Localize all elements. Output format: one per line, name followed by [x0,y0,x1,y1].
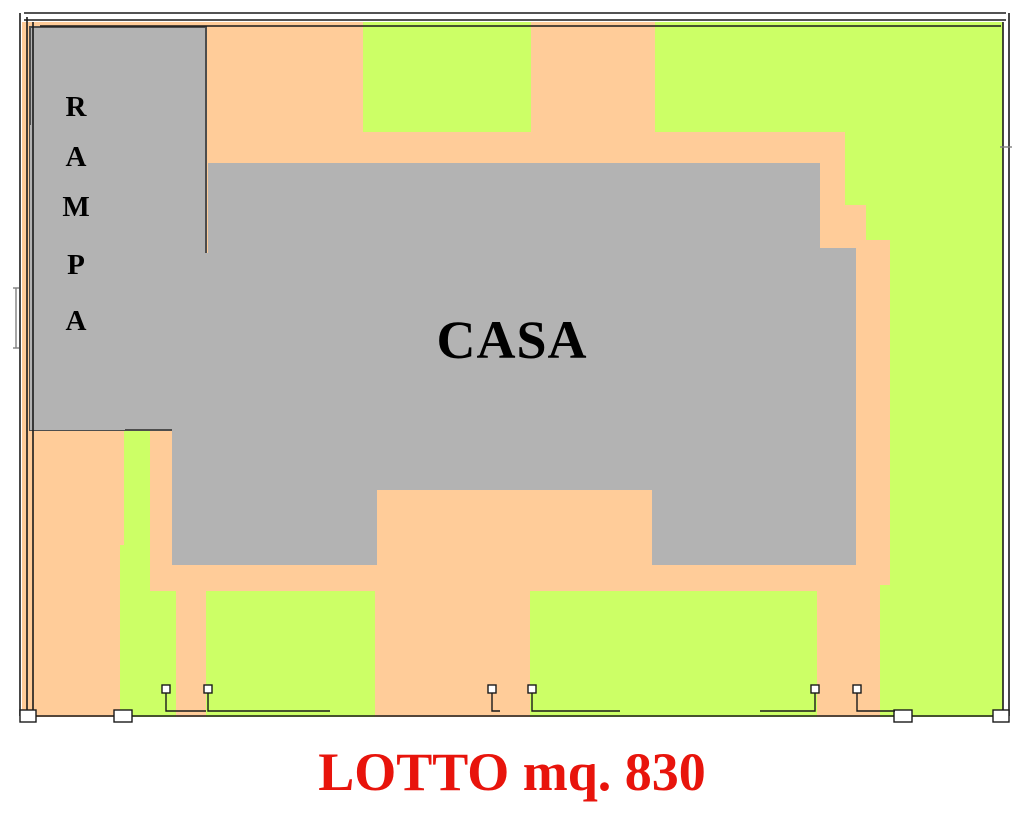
lawn-bottom-middle [530,590,817,717]
bottom-gates [161,684,895,712]
lawn-top-left [363,22,531,132]
gate-3-hinge [487,684,497,694]
lawn-bottom-left [120,590,375,717]
gate-4 [531,687,620,712]
gate-2-hinge [203,684,213,694]
lawn-left-strip-foot [120,545,150,717]
house-footprint [172,163,856,565]
gate-4-hinge [527,684,537,694]
post-bottom-right-2 [893,709,913,723]
ramp-label-letter-0: R [66,91,88,123]
ramp-label-letter-1: A [66,141,87,173]
gate-5-hinge [810,684,820,694]
left-gate-marker [13,287,19,349]
ramp-label-letter-4: A [66,305,87,337]
gate-1-hinge [161,684,171,694]
ramp-strip-gray [95,125,125,430]
lawn-areas [120,22,1003,717]
lawn-right [845,22,1003,717]
lawn-right-lower [880,585,1003,717]
gate-3 [491,687,500,712]
ramp-label-letter-3: P [67,249,85,281]
ramp-label: R A M P A [62,91,89,337]
gate-2 [207,687,330,712]
boundary-posts [19,709,1010,723]
lot-caption: LOTTO mq. 830 [318,742,706,802]
gate-6 [856,687,895,712]
house-label: CASA [436,310,587,370]
post-bottom-left [19,709,37,723]
post-bottom-left-2 [113,709,133,723]
post-bottom-right [992,709,1010,723]
walkway-apron [150,565,880,591]
ramp-label-letter-2: M [62,191,89,223]
gate-6-hinge [852,684,862,694]
gate-1 [165,687,206,712]
gate-5 [760,687,816,712]
lot-boundary [19,12,1010,717]
lot-body [22,22,1003,717]
